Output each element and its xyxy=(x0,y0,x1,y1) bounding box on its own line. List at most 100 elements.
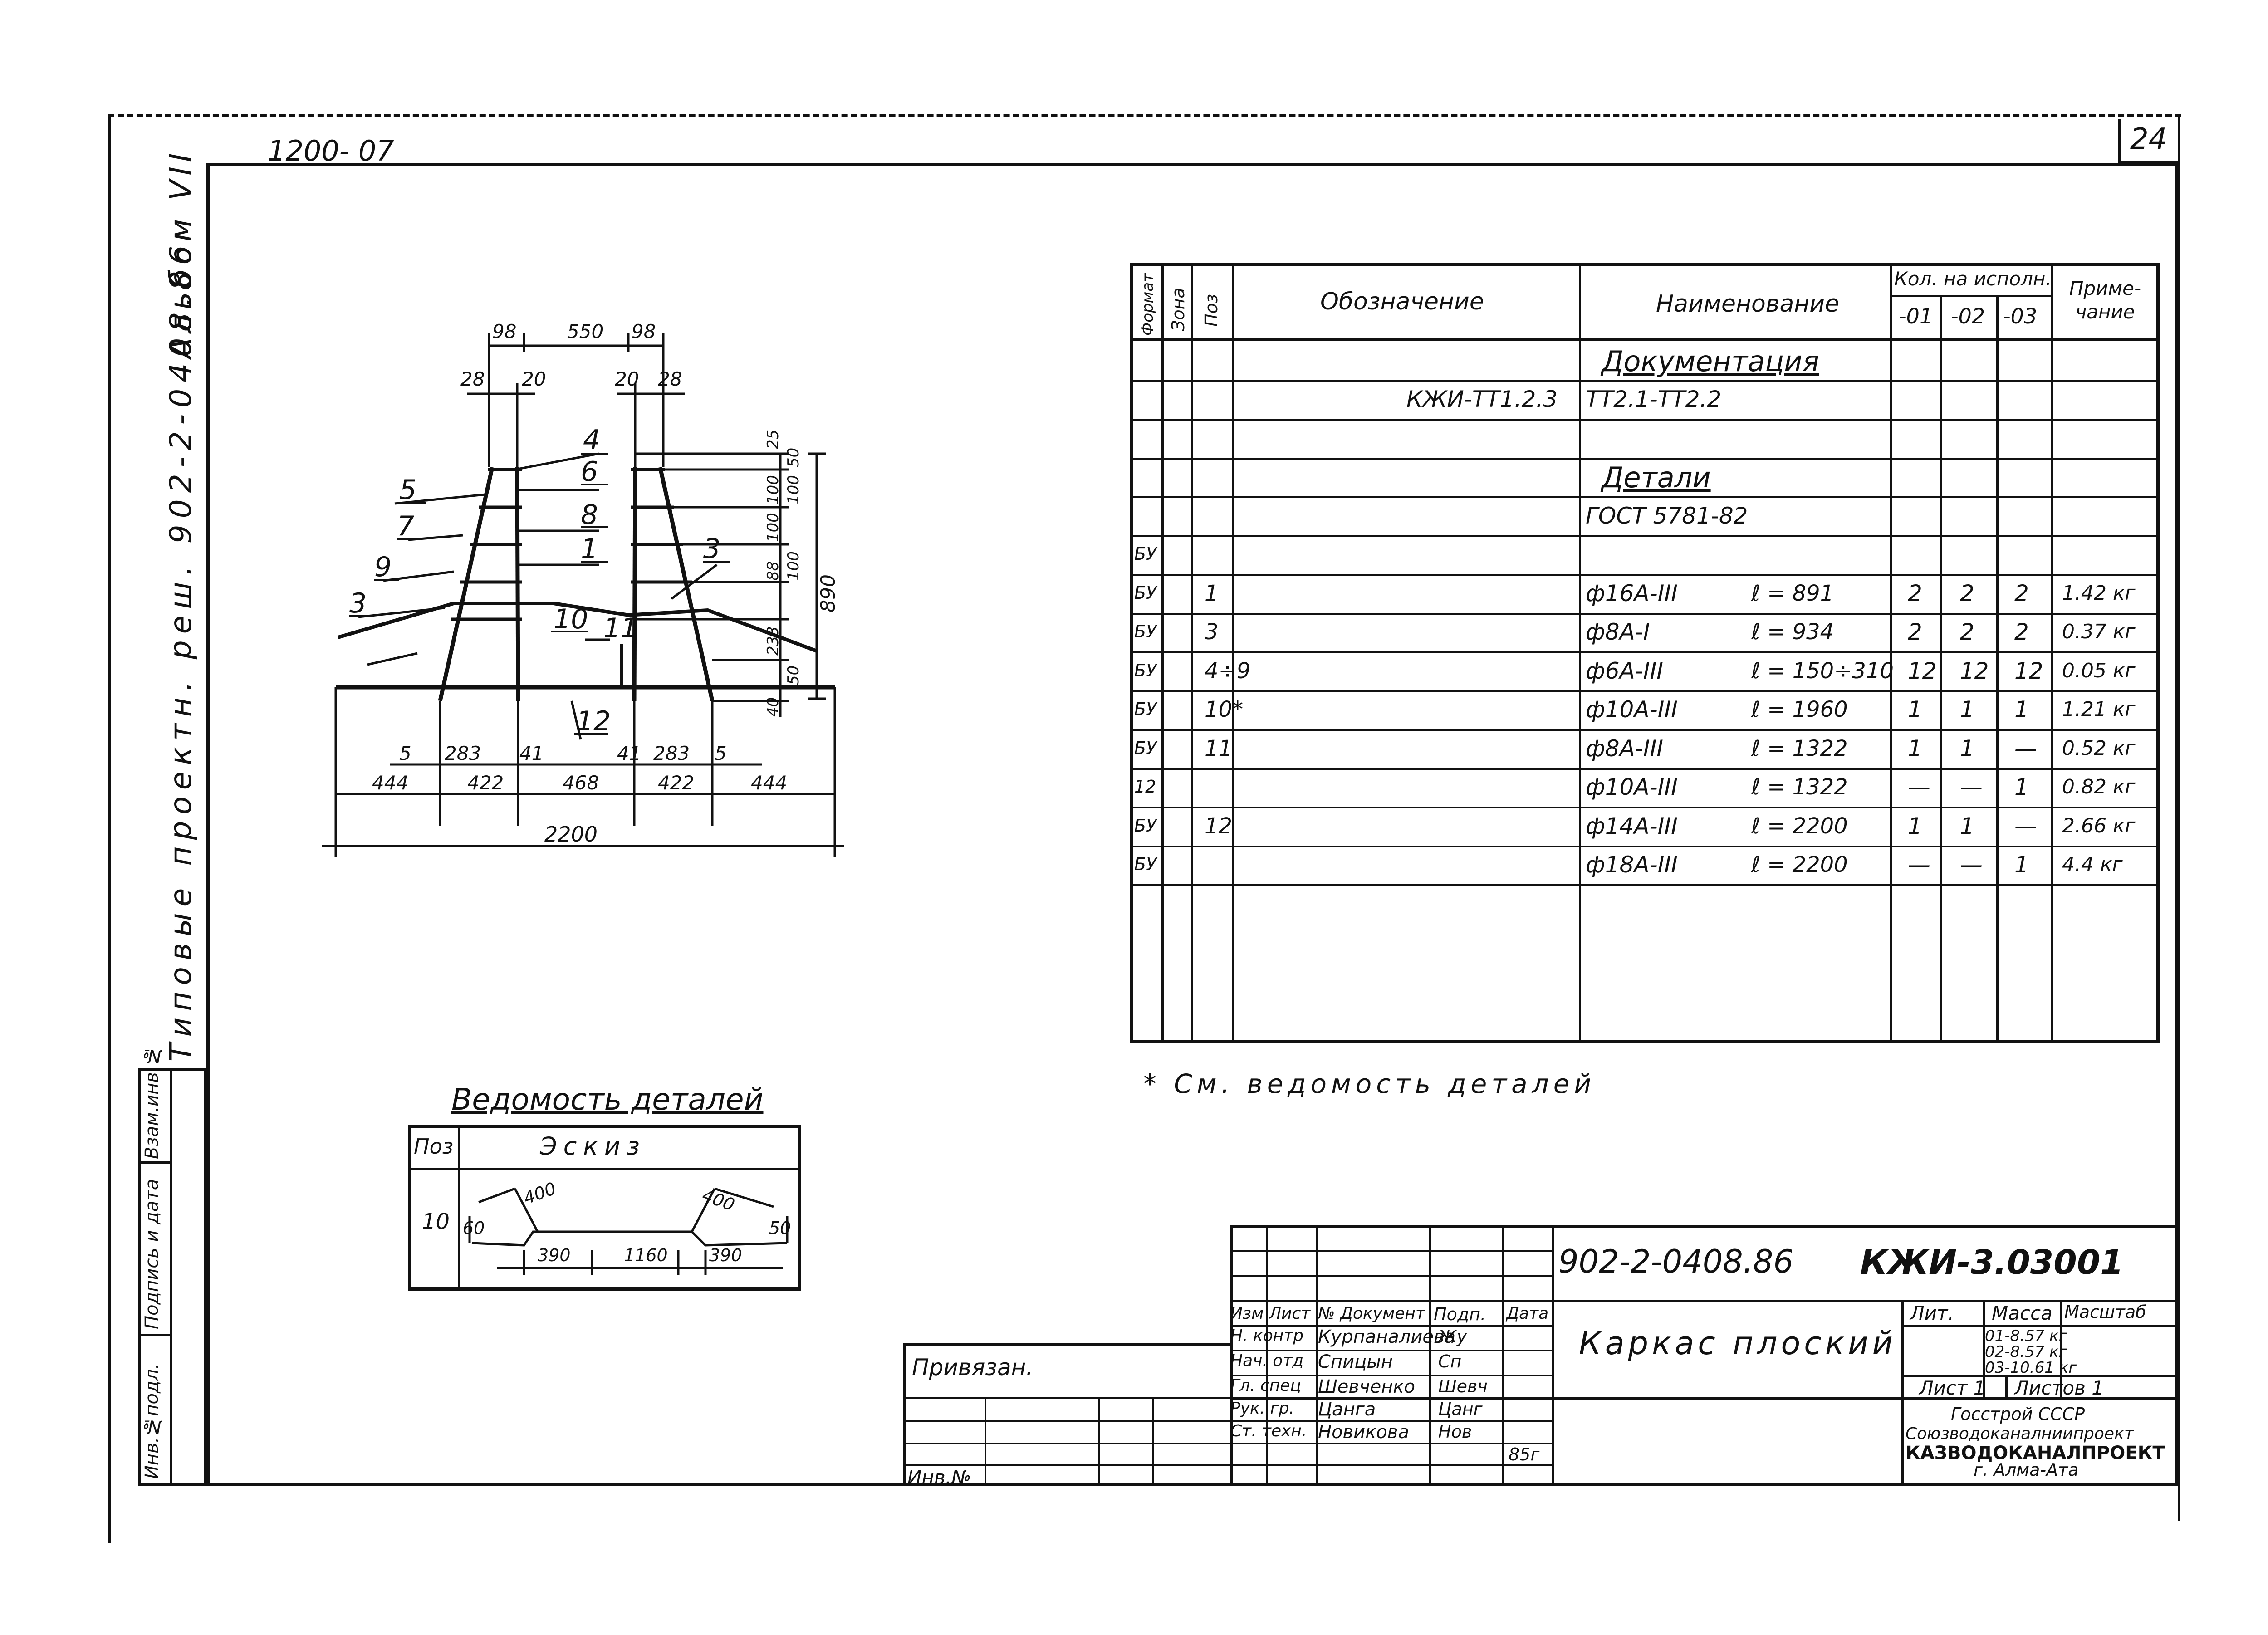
spec-cell-q2: — xyxy=(1960,774,1983,800)
signer-role: Рук. гр. xyxy=(1230,1399,1294,1418)
side-stamp-column xyxy=(138,1068,206,1486)
rev-izm: Изм xyxy=(1230,1304,1264,1323)
tb-col xyxy=(1901,1300,1904,1400)
spec-cell-format: БУ xyxy=(1134,854,1157,874)
tb-row xyxy=(1230,1275,1552,1277)
dim-v100c: 100 xyxy=(764,513,782,542)
signer-name: Спицын xyxy=(1318,1351,1393,1372)
dim-422-left: 422 xyxy=(467,772,504,794)
dim-422-right: 422 xyxy=(658,772,694,794)
spec-col-line xyxy=(1940,295,1942,1043)
spec-cell-q1: 1 xyxy=(1908,696,1922,723)
details-col-line xyxy=(458,1125,460,1291)
spec-row-line xyxy=(1130,846,2160,847)
spec-cell-format: БУ xyxy=(1134,583,1157,603)
dim-98-left: 98 xyxy=(492,320,516,343)
dim-41-right: 41 xyxy=(617,742,641,764)
org-4: г. Алма-Ата xyxy=(1974,1460,2079,1480)
org-2: Союзводоканалниипроект xyxy=(1906,1425,2134,1443)
spec-cell-designation: КЖИ-ТТ1.2.3 xyxy=(1406,386,1558,412)
mark-6: 6 xyxy=(581,456,598,488)
signer-role: Гл. спец xyxy=(1230,1376,1301,1395)
spec-cell-note: 1.21 кг xyxy=(2062,698,2136,721)
mass-label: Масса xyxy=(1992,1302,2052,1324)
signer-name: Шевченко xyxy=(1318,1376,1415,1397)
dim-28-right: 28 xyxy=(658,368,682,390)
spec-cell-pos: 1 xyxy=(1205,581,1219,606)
spec-header-q03: -03 xyxy=(2003,304,2038,328)
rev-sign: Подп. xyxy=(1434,1304,1486,1324)
mark-11: 11 xyxy=(603,612,638,644)
doc-number: КЖИ-3.03001 xyxy=(1860,1243,2124,1282)
tb-row xyxy=(1230,1250,1552,1252)
spec-cell-note: 2.66 кг xyxy=(2062,814,2136,837)
detail-10-sketch: 60 400 400 50 390 1160 390 xyxy=(463,1178,791,1275)
sketch-dim-390-left: 390 xyxy=(538,1245,571,1265)
spec-cell-q1: 2 xyxy=(1908,580,1922,607)
signer-role: Ст. техн. xyxy=(1230,1422,1307,1440)
dim-283-right: 283 xyxy=(653,742,690,764)
spec-cell-note: 0.82 кг xyxy=(2062,775,2136,798)
spec-header-name: Наименование xyxy=(1656,290,1840,318)
spec-cell-pos: 11 xyxy=(1205,736,1233,761)
drawing-frame xyxy=(206,163,2178,1486)
dim-v50: 50 xyxy=(784,448,803,467)
spec-header-bottom xyxy=(1130,338,2160,341)
pb-row xyxy=(903,1443,1230,1444)
spec-row-line xyxy=(1130,768,2160,770)
spec-cell-format: 12 xyxy=(1134,777,1156,797)
tb-row xyxy=(1230,1464,1552,1466)
pb-row xyxy=(903,1397,1230,1399)
tb-col xyxy=(1901,1397,1904,1486)
album-code: 1200- 07 xyxy=(268,134,394,167)
dim-283-left: 283 xyxy=(445,742,481,764)
spec-cell-note: 0.37 кг xyxy=(2062,620,2136,643)
tb-col xyxy=(1502,1225,1504,1486)
spec-cell-q3: 1 xyxy=(2014,852,2029,878)
org-3: КАЗВОДОКАНАЛПРОЕКТ xyxy=(1906,1443,2165,1464)
spec-header-q02: -02 xyxy=(1951,304,1985,328)
spec-cell-q3: — xyxy=(2014,735,2037,762)
sheets-label: Листов 1 xyxy=(2014,1377,2104,1399)
pb-col xyxy=(985,1397,986,1486)
dim-5-right: 5 xyxy=(715,742,727,764)
spec-cell-pos: 12 xyxy=(1205,813,1233,839)
spec-cell-size: ℓ = 1322 xyxy=(1751,774,1848,800)
signer-role: Нач. отд xyxy=(1230,1351,1304,1370)
spec-cell-name: Документация xyxy=(1602,345,1819,378)
lit-label: Лит. xyxy=(1910,1302,1954,1324)
tb-col xyxy=(1429,1225,1431,1486)
side-stamp-col1: Инв.№подл. xyxy=(142,1363,162,1479)
spec-cell-format: БУ xyxy=(1134,699,1157,719)
spec-cell-q3: 1 xyxy=(2014,774,2029,800)
mass-03: 03-10.61 кг xyxy=(1985,1359,2077,1377)
spec-cell-name: ТТ2.1-ТТ2.2 xyxy=(1586,386,1722,412)
dim-v100b: 100 xyxy=(784,475,803,504)
spec-cell-q1: 1 xyxy=(1908,735,1922,762)
dim-468: 468 xyxy=(563,772,599,794)
spec-header-pos: Поз xyxy=(1201,294,1221,327)
dim-20-right: 20 xyxy=(615,368,639,390)
spec-cell-q1: 2 xyxy=(1908,619,1922,645)
spec-cell-q3: 2 xyxy=(2014,580,2029,607)
spec-cell-format: БУ xyxy=(1134,622,1157,641)
sheet-number: 24 xyxy=(2130,122,2167,156)
sketch-dim-50: 50 xyxy=(769,1218,791,1238)
spec-cell-format: БУ xyxy=(1134,816,1157,836)
spec-header-line xyxy=(1890,295,2051,297)
spec-cell-pos: 10* xyxy=(1205,697,1244,722)
spec-cell-name: ГОСТ 5781-82 xyxy=(1586,503,1748,529)
mark-9: 9 xyxy=(374,551,392,583)
tb-col xyxy=(1983,1300,1985,1400)
spec-header-qty: Кол. на исполн. xyxy=(1894,268,2052,290)
tb-row xyxy=(1230,1375,1552,1376)
tb-row xyxy=(1901,1375,2178,1377)
dim-41-left: 41 xyxy=(519,742,544,764)
mark-7: 7 xyxy=(397,510,414,542)
spec-cell-format: БУ xyxy=(1134,738,1157,758)
details-col-pos: Поз xyxy=(414,1134,454,1159)
spec-cell-q2: — xyxy=(1960,852,1983,878)
tb-row xyxy=(1230,1443,1552,1444)
spec-cell-q3: — xyxy=(2014,813,2037,839)
spec-col-line xyxy=(2051,263,2053,1043)
